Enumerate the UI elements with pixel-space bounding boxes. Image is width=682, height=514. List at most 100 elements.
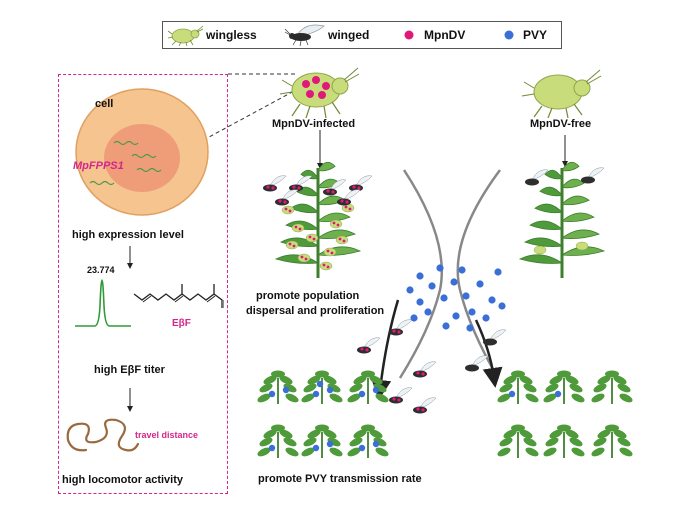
aphid-body <box>335 235 349 245</box>
aphid-body <box>357 346 371 354</box>
ebf-molecule <box>133 284 224 308</box>
plant-leaf <box>534 203 563 214</box>
plant-leaf <box>605 424 619 432</box>
plant-leaf <box>525 393 539 403</box>
plant-leaf <box>274 254 319 264</box>
plant-leaf <box>307 375 321 385</box>
pvy-dot <box>268 444 276 452</box>
mpndv-dot <box>416 371 420 375</box>
dispersal-label-line2: dispersal and proliferation <box>246 305 385 317</box>
mechanism-panel <box>58 74 228 494</box>
infected-label: MpnDV-infected <box>272 118 356 130</box>
winged-aphid-on-plant <box>275 189 299 206</box>
legend-pvy-label: PVY <box>523 28 548 42</box>
aphid-on-plant <box>329 219 343 229</box>
plant-leaf <box>561 229 601 239</box>
mpndv-dot <box>271 186 275 190</box>
legend-box <box>162 21 562 49</box>
aphid-wing <box>281 189 299 201</box>
mpndv-dot <box>304 257 308 261</box>
plant-leaf <box>301 447 315 457</box>
mpndv-dot <box>397 330 401 334</box>
aphid-body <box>297 253 311 263</box>
aphid-body <box>281 205 295 215</box>
curve-arrow-left-gray <box>398 169 444 379</box>
winged-aphid-on-plant <box>323 179 347 196</box>
mpndv-dot <box>330 251 334 255</box>
plant-leaf <box>571 393 585 403</box>
mpndv-dot <box>288 209 292 213</box>
plant-leaf <box>375 447 389 457</box>
mpndv-dot <box>421 408 425 412</box>
mpndv-dot <box>300 255 304 259</box>
plant-leaf <box>571 447 585 457</box>
plant-leaf <box>499 437 513 447</box>
mpndv-dot <box>292 185 296 189</box>
transmission-label: promote PVY transmission rate <box>258 473 422 485</box>
pvy-dot <box>282 386 290 394</box>
mpndv-dot <box>348 207 352 211</box>
plant-leaf <box>315 424 329 432</box>
mpndv-dot-icon <box>404 30 414 40</box>
plant-leaf <box>283 437 297 447</box>
plant-leaf <box>591 447 605 457</box>
legend-wingless-label: wingless <box>206 28 257 42</box>
plant-leaf <box>545 437 559 447</box>
mpndv-dot <box>292 244 296 248</box>
aphid-body <box>323 188 337 196</box>
pvy-dot <box>358 390 366 398</box>
pvy-dot <box>554 390 562 398</box>
plant-leaf <box>561 195 590 206</box>
pvy-dot <box>312 390 320 398</box>
plant-leaf <box>503 429 517 439</box>
mpndv-dot <box>342 239 346 243</box>
locomotor-label: high locomotor activity <box>62 474 184 486</box>
pvy-dot <box>372 440 380 448</box>
legend-mpndv-label: MpnDV <box>424 28 466 42</box>
aphid-on-plant <box>319 261 333 271</box>
pvy-dot <box>416 272 424 280</box>
plant-leaf <box>317 212 351 223</box>
potato-plant <box>257 424 299 458</box>
pvy-dot <box>450 278 458 286</box>
plant-leaf <box>259 437 273 447</box>
aphid-body <box>389 396 403 404</box>
mpndv-dot <box>340 199 344 203</box>
aphid-on-plant <box>335 235 349 245</box>
pvy-dot <box>440 294 448 302</box>
plant-leaf <box>529 220 563 231</box>
pvy-dot <box>452 312 460 320</box>
aphid-wing <box>587 167 605 179</box>
pvy-dot <box>316 380 324 388</box>
plant-leaf <box>561 212 595 223</box>
aphid-on-free-plant <box>533 245 547 255</box>
potato-plant <box>347 370 389 404</box>
travel-path <box>66 418 140 452</box>
plant-leaf <box>361 370 375 378</box>
potato-plant <box>591 424 633 458</box>
plant-leaf <box>353 375 367 385</box>
plant-leaf <box>347 393 361 403</box>
potato-plant <box>543 370 585 404</box>
plant-leaf <box>499 383 513 393</box>
plant-leaf <box>619 393 633 403</box>
aphid-body <box>525 178 539 186</box>
plant-leaf <box>605 370 619 378</box>
pvy-dot <box>468 308 476 316</box>
aphid-body <box>263 184 277 192</box>
migrating-aphid <box>357 337 381 354</box>
gene-label: MpFPPS1 <box>73 160 124 172</box>
mpndv-dot <box>421 372 425 376</box>
pvy-dot <box>424 308 432 316</box>
infected-aphid <box>279 67 360 118</box>
aphid-on-plant <box>323 247 337 257</box>
potato-plant <box>543 424 585 458</box>
plant-leaf <box>523 383 537 393</box>
pvy-dot <box>326 440 334 448</box>
plant-leaf <box>557 370 571 378</box>
potato-plant <box>347 424 389 458</box>
plant-leaf <box>544 169 563 180</box>
plant-leaf <box>523 237 563 247</box>
plant-leaf <box>511 370 525 378</box>
